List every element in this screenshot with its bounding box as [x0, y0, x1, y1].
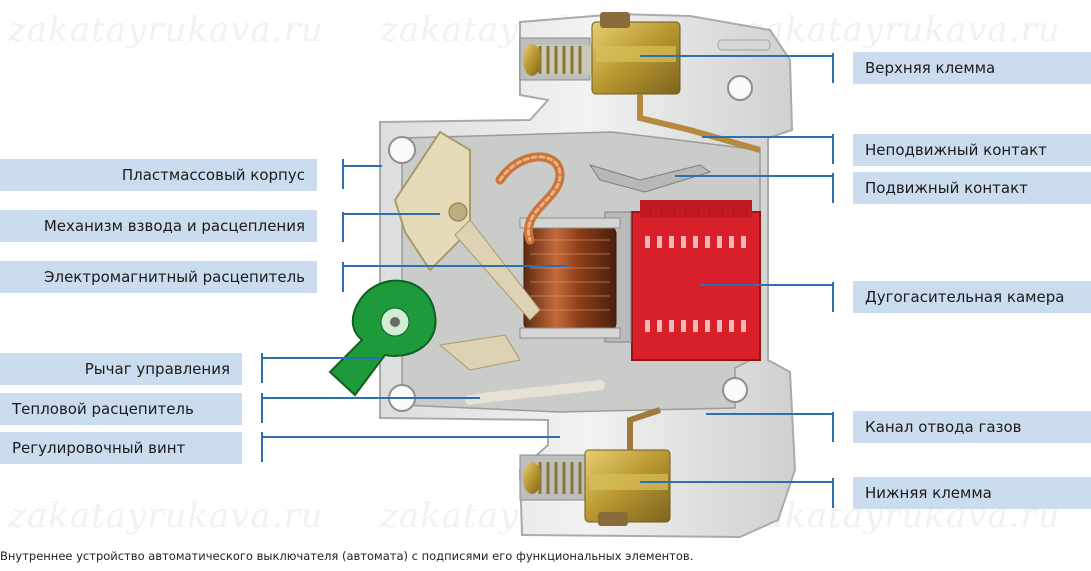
mount-hole-top-left [388, 136, 416, 164]
mount-hole-top-right [727, 75, 753, 101]
label-cocking-mechanism: Механизм взвода и расцепления [0, 210, 317, 242]
figure-caption: Внутреннее устройство автоматического вы… [0, 549, 694, 563]
label-adjusting-screw: Регулировочный винт [0, 432, 242, 464]
label-moving-contact: Подвижный контакт [853, 172, 1091, 204]
mount-hole-bottom-right [722, 377, 748, 403]
arc-chamber-art [631, 200, 761, 361]
mount-slot-top-right [717, 39, 771, 51]
upper-terminal-art [519, 12, 761, 153]
control-lever-art [328, 279, 437, 397]
label-gas-channel: Канал отвода газов [853, 411, 1091, 443]
cocking-mechanism-art [393, 130, 712, 371]
electromagnetic-coil-art [519, 211, 632, 343]
label-electromagnetic-release: Электромагнитный расцепитель [0, 261, 317, 293]
label-arc-chamber: Дугогасительная камера [853, 281, 1091, 313]
lower-terminal-art [519, 407, 671, 526]
label-control-lever: Рычаг управления [0, 353, 242, 385]
label-lower-terminal: Нижняя клемма [853, 477, 1091, 509]
label-thermal-release: Тепловой расцепитель [0, 393, 242, 425]
label-fixed-contact: Неподвижный контакт [853, 134, 1091, 166]
label-upper-terminal: Верхняя клемма [853, 52, 1091, 84]
leader-lines [261, 53, 834, 508]
label-plastic-case: Пластмассовый корпус [0, 159, 317, 191]
